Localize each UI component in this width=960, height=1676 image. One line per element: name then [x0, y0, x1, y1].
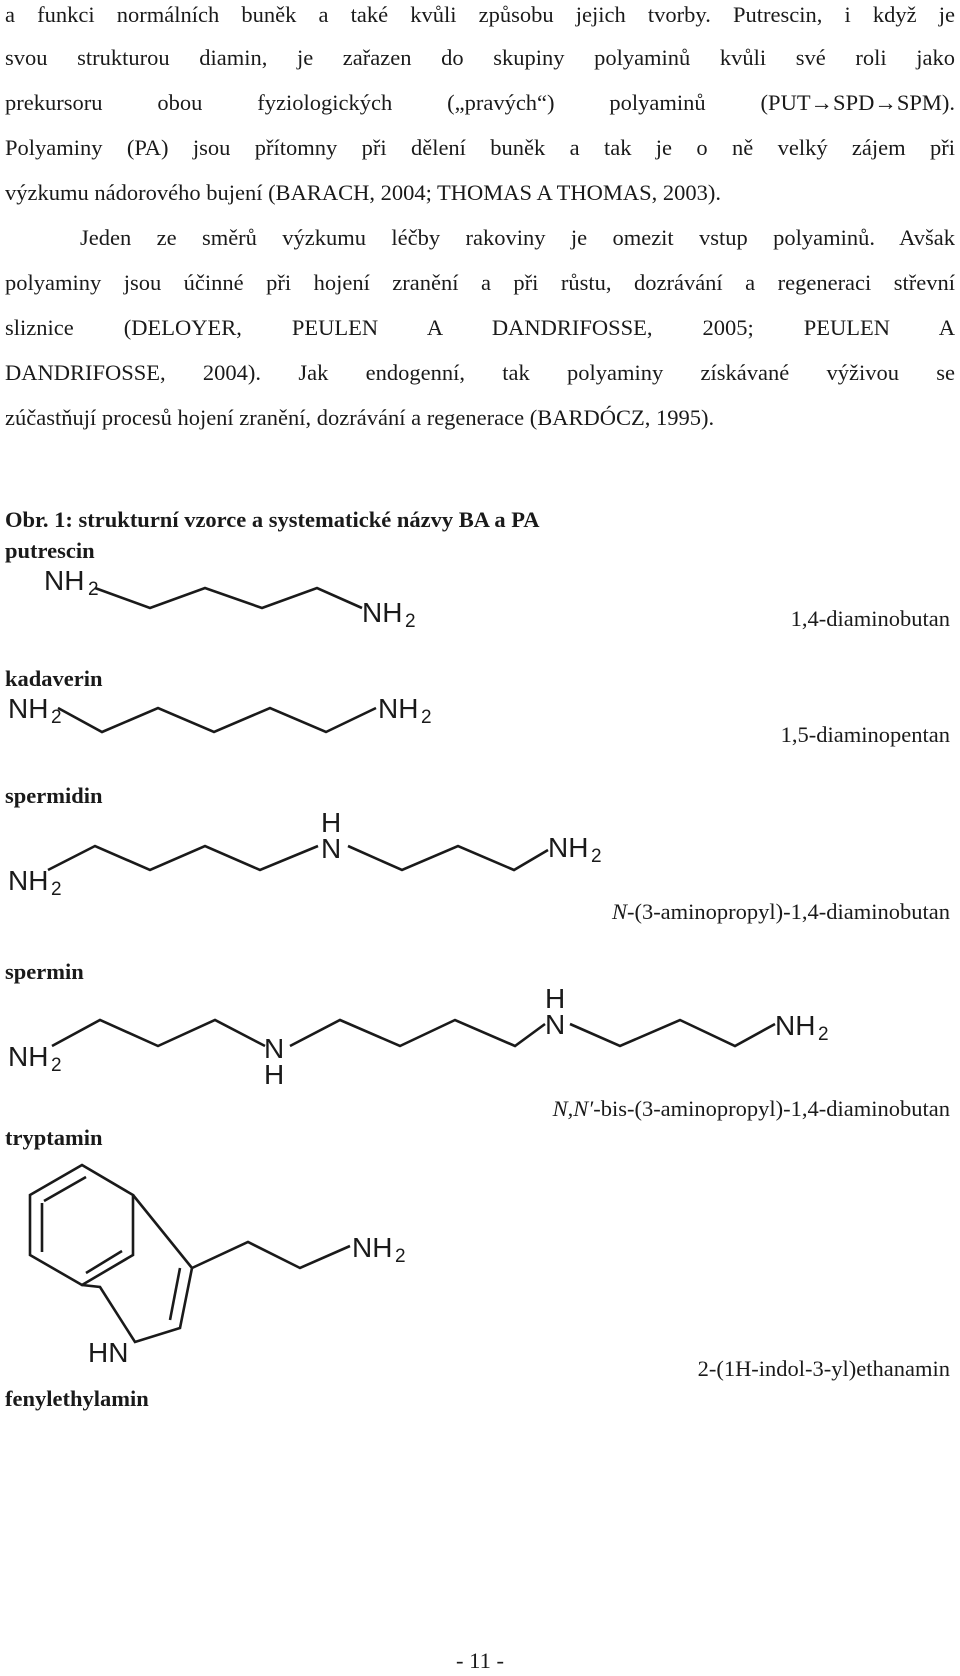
spermin-structure: N H H N NH 2 NH 2	[8, 983, 829, 1090]
systematic-name-rest: -(3-aminopropyl)-1,4-diaminobutan	[626, 899, 950, 924]
compound-name-putrescin: putrescin	[5, 538, 95, 563]
spermidin-structure: H N NH 2 NH 2	[8, 807, 602, 900]
atom-label: NH	[548, 832, 588, 863]
italic-locant: N,N′	[552, 1096, 594, 1121]
compound-name-kadaverin: kadaverin	[5, 666, 103, 691]
atom-label: 2	[818, 1024, 829, 1045]
atom-label: 2	[405, 611, 416, 632]
figure-caption: Obr. 1: strukturní vzorce a systematické…	[5, 507, 540, 532]
compound-name-fenylethylamin: fenylethylamin	[5, 1386, 149, 1411]
kadaverin-structure: NH 2 NH 2	[8, 693, 432, 734]
atom-label: NH	[44, 565, 84, 596]
atom-label: 2	[591, 846, 602, 867]
text-line: Jeden ze směrů výzkumu léčby rakoviny je…	[80, 225, 955, 250]
atom-label: 2	[88, 579, 99, 600]
systematic-name-putrescin: 1,4-diaminobutan	[790, 606, 950, 631]
putrescin-structure: NH 2 NH 2	[44, 565, 416, 632]
text-line: polyaminy jsou účinné při hojení zranění…	[5, 270, 955, 295]
page-number: - 11 -	[456, 1648, 504, 1673]
text-line: sliznice (DELOYER, PEULEN A DANDRIFOSSE,…	[5, 315, 955, 340]
italic-locant: N	[611, 899, 627, 924]
compound-name-tryptamin: tryptamin	[5, 1125, 103, 1150]
atom-label: NH	[352, 1232, 392, 1263]
atom-label: HN	[88, 1337, 128, 1368]
atom-label: NH	[775, 1010, 815, 1041]
atom-label: 2	[51, 879, 62, 900]
text-line: svou strukturou diamin, je zařazen do sk…	[5, 45, 955, 70]
atom-label: 2	[395, 1246, 406, 1267]
systematic-name-kadaverin: 1,5-diaminopentan	[780, 722, 950, 747]
atom-label: N	[545, 1009, 565, 1040]
atom-label: 2	[51, 707, 62, 728]
text-line: prekursoru obou fyziologických („pravých…	[5, 90, 955, 115]
systematic-name-spermin: N,N′-bis-(3-aminopropyl)-1,4-diaminobuta…	[553, 1096, 950, 1122]
atom-label: NH	[8, 1041, 48, 1072]
text-line: a funkci normálních buněk a také kvůli z…	[5, 2, 955, 27]
compound-name-spermidin: spermidin	[5, 783, 103, 808]
atom-label: NH	[8, 693, 48, 724]
tryptamin-structure: HN NH 2	[28, 1163, 406, 1368]
atom-label: 2	[51, 1055, 62, 1076]
compound-name-spermin: spermin	[5, 959, 84, 984]
text-line: výzkumu nádorového bujení (BARACH, 2004;…	[5, 180, 722, 205]
text-line: Polyaminy (PA) jsou přítomny při dělení …	[5, 135, 955, 160]
atom-label: N	[321, 833, 341, 864]
atom-label: NH	[8, 865, 48, 896]
systematic-name-spermidin: N-(3-aminopropyl)-1,4-diaminobutan	[612, 899, 950, 925]
atom-label: 2	[421, 707, 432, 728]
atom-label: N	[264, 1033, 284, 1064]
atom-label: H	[264, 1059, 284, 1090]
systematic-name-rest: -bis-(3-aminopropyl)-1,4-diaminobutan	[593, 1096, 950, 1121]
text-line: DANDRIFOSSE, 2004). Jak endogenní, tak p…	[5, 360, 955, 385]
atom-label: H	[545, 983, 565, 1014]
atom-label: NH	[378, 693, 418, 724]
text-line: zúčastňují procesů hojení zranění, dozrá…	[5, 405, 715, 430]
atom-label: NH	[362, 597, 402, 628]
systematic-name-tryptamin: 2-(1H-indol-3-yl)ethanamin	[697, 1356, 950, 1381]
atom-label: H	[321, 807, 341, 838]
